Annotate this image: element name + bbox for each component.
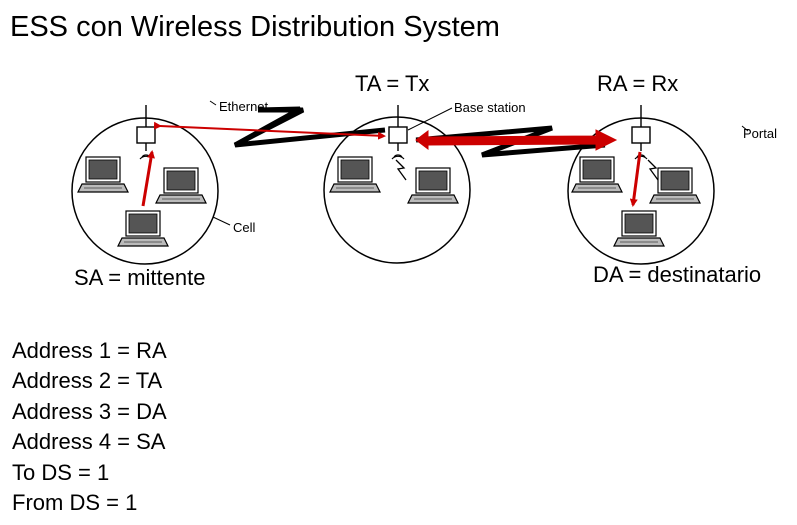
frame-arrow-ap-to-da [629, 151, 642, 207]
wireless-link-black-1 [233, 106, 386, 148]
ethernet-pointer [209, 100, 217, 106]
ra-label: RA = Rx [597, 71, 678, 96]
page-title: ESS con Wireless Distribution System [10, 11, 500, 43]
laptop-icon [155, 167, 207, 204]
base-station-pointer [407, 107, 453, 131]
laptop-icon [77, 156, 129, 193]
lightning-bolt-icon [647, 159, 659, 181]
laptop-icon [613, 210, 665, 247]
address-line: Address 1 = RA [12, 338, 167, 363]
cell-label: Cell [233, 220, 256, 235]
base-station-label: Base station [454, 100, 526, 115]
cell-left [71, 117, 219, 265]
ta-label: TA = Tx [355, 71, 429, 96]
portal-pointer [741, 125, 749, 132]
cell-pointer [212, 216, 231, 226]
laptop-icon [649, 167, 701, 204]
laptop-icon [329, 156, 381, 193]
ethernet-label: Ethernet [219, 99, 269, 114]
address-fields-list: Address 1 = RA Address 2 = TA Address 3 … [12, 336, 167, 518]
to-ds-line: To DS = 1 [12, 459, 110, 485]
laptop-icon [571, 156, 623, 193]
laptop-icon [407, 167, 459, 204]
frame-arrow-ap-to-ta [153, 121, 386, 140]
address-line: Address 4 = SA [12, 429, 166, 455]
cell-middle [323, 116, 471, 264]
address-line: Address 2 = TA [12, 368, 163, 394]
laptop-icon [117, 210, 169, 247]
da-label: DA = destinatario [593, 262, 761, 287]
frame-arrow-ta-to-ra [415, 129, 618, 151]
lightning-bolt-icon [395, 159, 407, 181]
from-ds-line: From DS = 1 [12, 489, 138, 515]
access-point-icon [631, 104, 651, 160]
sa-label: SA = mittente [74, 265, 205, 290]
address-line: Address 3 = DA [12, 398, 167, 424]
access-point-icon [136, 104, 156, 160]
frame-arrow-sa-to-ap [141, 150, 155, 207]
access-point-icon [388, 104, 408, 160]
portal-label: Portal [743, 126, 777, 141]
